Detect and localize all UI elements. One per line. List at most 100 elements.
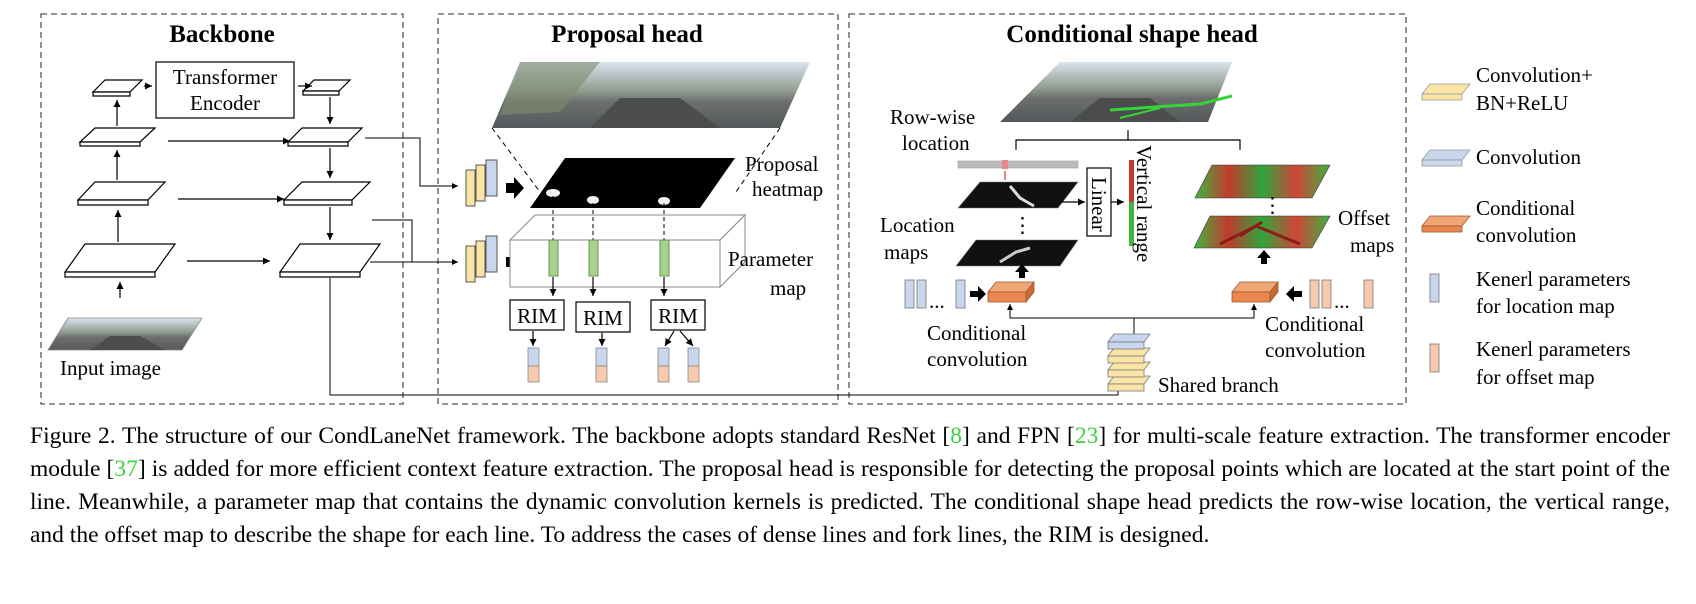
backbone-panel: [40, 13, 404, 405]
location-maps-label-1: Location: [880, 213, 955, 237]
caption-ref-transformer[interactable]: 37: [114, 456, 138, 482]
shared-branch-label: Shared branch: [1158, 373, 1279, 397]
location-vdots: ⋮: [1012, 213, 1033, 237]
input-image-thumbnail: [47, 317, 203, 351]
proposal-head-title: Proposal head: [551, 21, 703, 48]
location-kernel-ellipsis: ...: [929, 289, 945, 313]
location-cond-conv-label-1: Conditional: [927, 321, 1026, 345]
legend-label-conv-bn-relu-1: Convolution+: [1476, 63, 1593, 87]
rim-output-arrows: [529, 330, 694, 347]
legend-item-offset-kernel: Kenerl parameters for offset map: [1429, 337, 1631, 389]
proposal-conv-stack: [465, 159, 498, 207]
caption-text-3: ] for multi-scale feature extraction. Th…: [30, 423, 1671, 482]
row-wise-location-strip: [957, 160, 1079, 169]
heatmap-peaks: [546, 189, 670, 205]
legend-label-cond-conv-2: convolution: [1476, 223, 1577, 247]
rim-label-2: RIM: [583, 306, 623, 330]
location-params-arrow-icon: [970, 286, 986, 302]
legend-item-conditional-convolution: Conditional convolution: [1421, 196, 1577, 247]
proposal-head-panel: [437, 13, 839, 405]
legend-label-offset-kernel-1: Kenerl parameters: [1476, 337, 1631, 361]
legend-label-convolution: Convolution: [1476, 145, 1582, 169]
backbone-arrows: [113, 82, 334, 298]
rim-label-3: RIM: [658, 304, 698, 328]
parameter-map-label-1: Parameter: [728, 247, 813, 271]
backbone-title: Backbone: [169, 21, 275, 48]
transformer-encoder-box: [155, 61, 295, 119]
linear-box: [1086, 167, 1112, 237]
parameter-map-label-2: map: [770, 276, 806, 300]
kernel-columns: [548, 239, 670, 277]
caption-text-4: ] is added for more efficient context fe…: [30, 456, 1670, 548]
legend-item-convolution: Convolution: [1421, 145, 1582, 169]
image-bracket: [1015, 130, 1241, 150]
shared-branch-connectors: [1007, 304, 1257, 334]
proposal-road-image: [492, 62, 810, 128]
caption-text-2: ] and FPN [: [962, 423, 1075, 449]
proposal-arrow-icon: [506, 177, 524, 199]
proposal-heatmap-label-1: Proposal: [745, 152, 819, 176]
peak-dashes: [552, 196, 665, 240]
location-map-2-line: [999, 246, 1031, 264]
linear-label: Linear: [1087, 177, 1111, 232]
vertical-range-bar: [1129, 160, 1134, 246]
location-conditional-convolution: [987, 280, 1035, 304]
shape-head-road-image: [1000, 62, 1233, 122]
projection-dashes: [491, 127, 781, 193]
conditional-shape-head-panel: [848, 13, 1407, 405]
legend-label-offset-kernel-2: for offset map: [1476, 365, 1595, 389]
offset-cond-conv-label-1: Conditional: [1265, 312, 1364, 336]
conditional-shape-head-title: Conditional shape head: [1006, 21, 1258, 48]
transformer-encoder-label-2: Encoder: [190, 91, 260, 115]
rim-label-1: RIM: [517, 304, 557, 328]
shared-branch-stack: [1107, 333, 1151, 392]
legend-item-location-kernel: Kenerl parameters for location map: [1429, 267, 1631, 318]
row-wise-location-label-2: location: [902, 131, 970, 155]
location-map-1-line: [1008, 185, 1035, 208]
figure-diagram: Backbone Proposal head Conditional shape…: [40, 13, 1631, 405]
rim-box-1: RIM: [509, 299, 565, 331]
caption-ref-fpn[interactable]: 23: [1074, 423, 1099, 449]
row-wise-location-label-1: Row-wise: [890, 105, 975, 129]
rim-box-2: RIM: [575, 301, 631, 333]
backbone-right-pyramid: [278, 79, 382, 278]
offset-maps-label-2: maps: [1350, 233, 1394, 257]
legend-label-cond-conv-1: Conditional: [1476, 196, 1575, 220]
figure-caption: Figure 2. The structure of our CondLaneN…: [30, 420, 1670, 552]
location-up-arrow-icon: [1015, 264, 1029, 278]
legend-label-conv-bn-relu-2: BN+ReLU: [1476, 91, 1568, 115]
offset-kernel-ellipsis: ...: [1334, 289, 1350, 313]
offset-map-2-lines: [1219, 220, 1301, 246]
offset-kernel-params: [1309, 279, 1374, 309]
caption-paragraph: Figure 2. The structure of our CondLaneN…: [30, 420, 1670, 552]
caption-text-1: Figure 2. The structure of our CondLaneN…: [30, 423, 951, 449]
legend-label-location-kernel-2: for location map: [1476, 294, 1615, 318]
offset-up-arrow-icon: [1257, 250, 1271, 264]
proposal-heatmap-label-2: heatmap: [752, 177, 823, 201]
input-image-label: Input image: [60, 356, 161, 380]
rim-output-kernels: [527, 347, 700, 383]
legend-label-location-kernel-1: Kenerl parameters: [1476, 267, 1631, 291]
vertical-range-label: Vertical range: [1132, 145, 1156, 262]
backbone-left-pyramid: [63, 79, 177, 278]
kernel-to-rim-arrows: [549, 277, 668, 296]
proposal-heatmap: [530, 158, 735, 208]
parameter-conv-stack: [465, 235, 498, 283]
parameter-map-box: [508, 213, 747, 289]
row-wise-location-peak: [1002, 160, 1008, 169]
offset-maps-label-1: Offset: [1338, 206, 1390, 230]
offset-cond-conv-label-2: convolution: [1265, 338, 1366, 362]
caption-ref-resnet[interactable]: 8: [950, 423, 962, 449]
legend: Convolution+ BN+ReLU Convolution Conditi…: [1421, 63, 1631, 389]
location-kernel-params: [904, 279, 966, 309]
offset-map-2: [1193, 215, 1331, 249]
offset-vdots: ⋮: [1262, 193, 1283, 217]
offset-conditional-convolution: [1231, 280, 1279, 304]
offset-params-arrow-icon: [1286, 286, 1302, 302]
legend-item-conv-bn-relu: Convolution+ BN+ReLU: [1421, 63, 1593, 115]
location-cond-conv-label-2: convolution: [927, 347, 1028, 371]
transformer-encoder-label-1: Transformer: [173, 65, 277, 89]
offset-map-1: [1194, 164, 1331, 199]
location-maps-label-2: maps: [884, 240, 928, 264]
rim-box-3: RIM: [650, 299, 706, 331]
